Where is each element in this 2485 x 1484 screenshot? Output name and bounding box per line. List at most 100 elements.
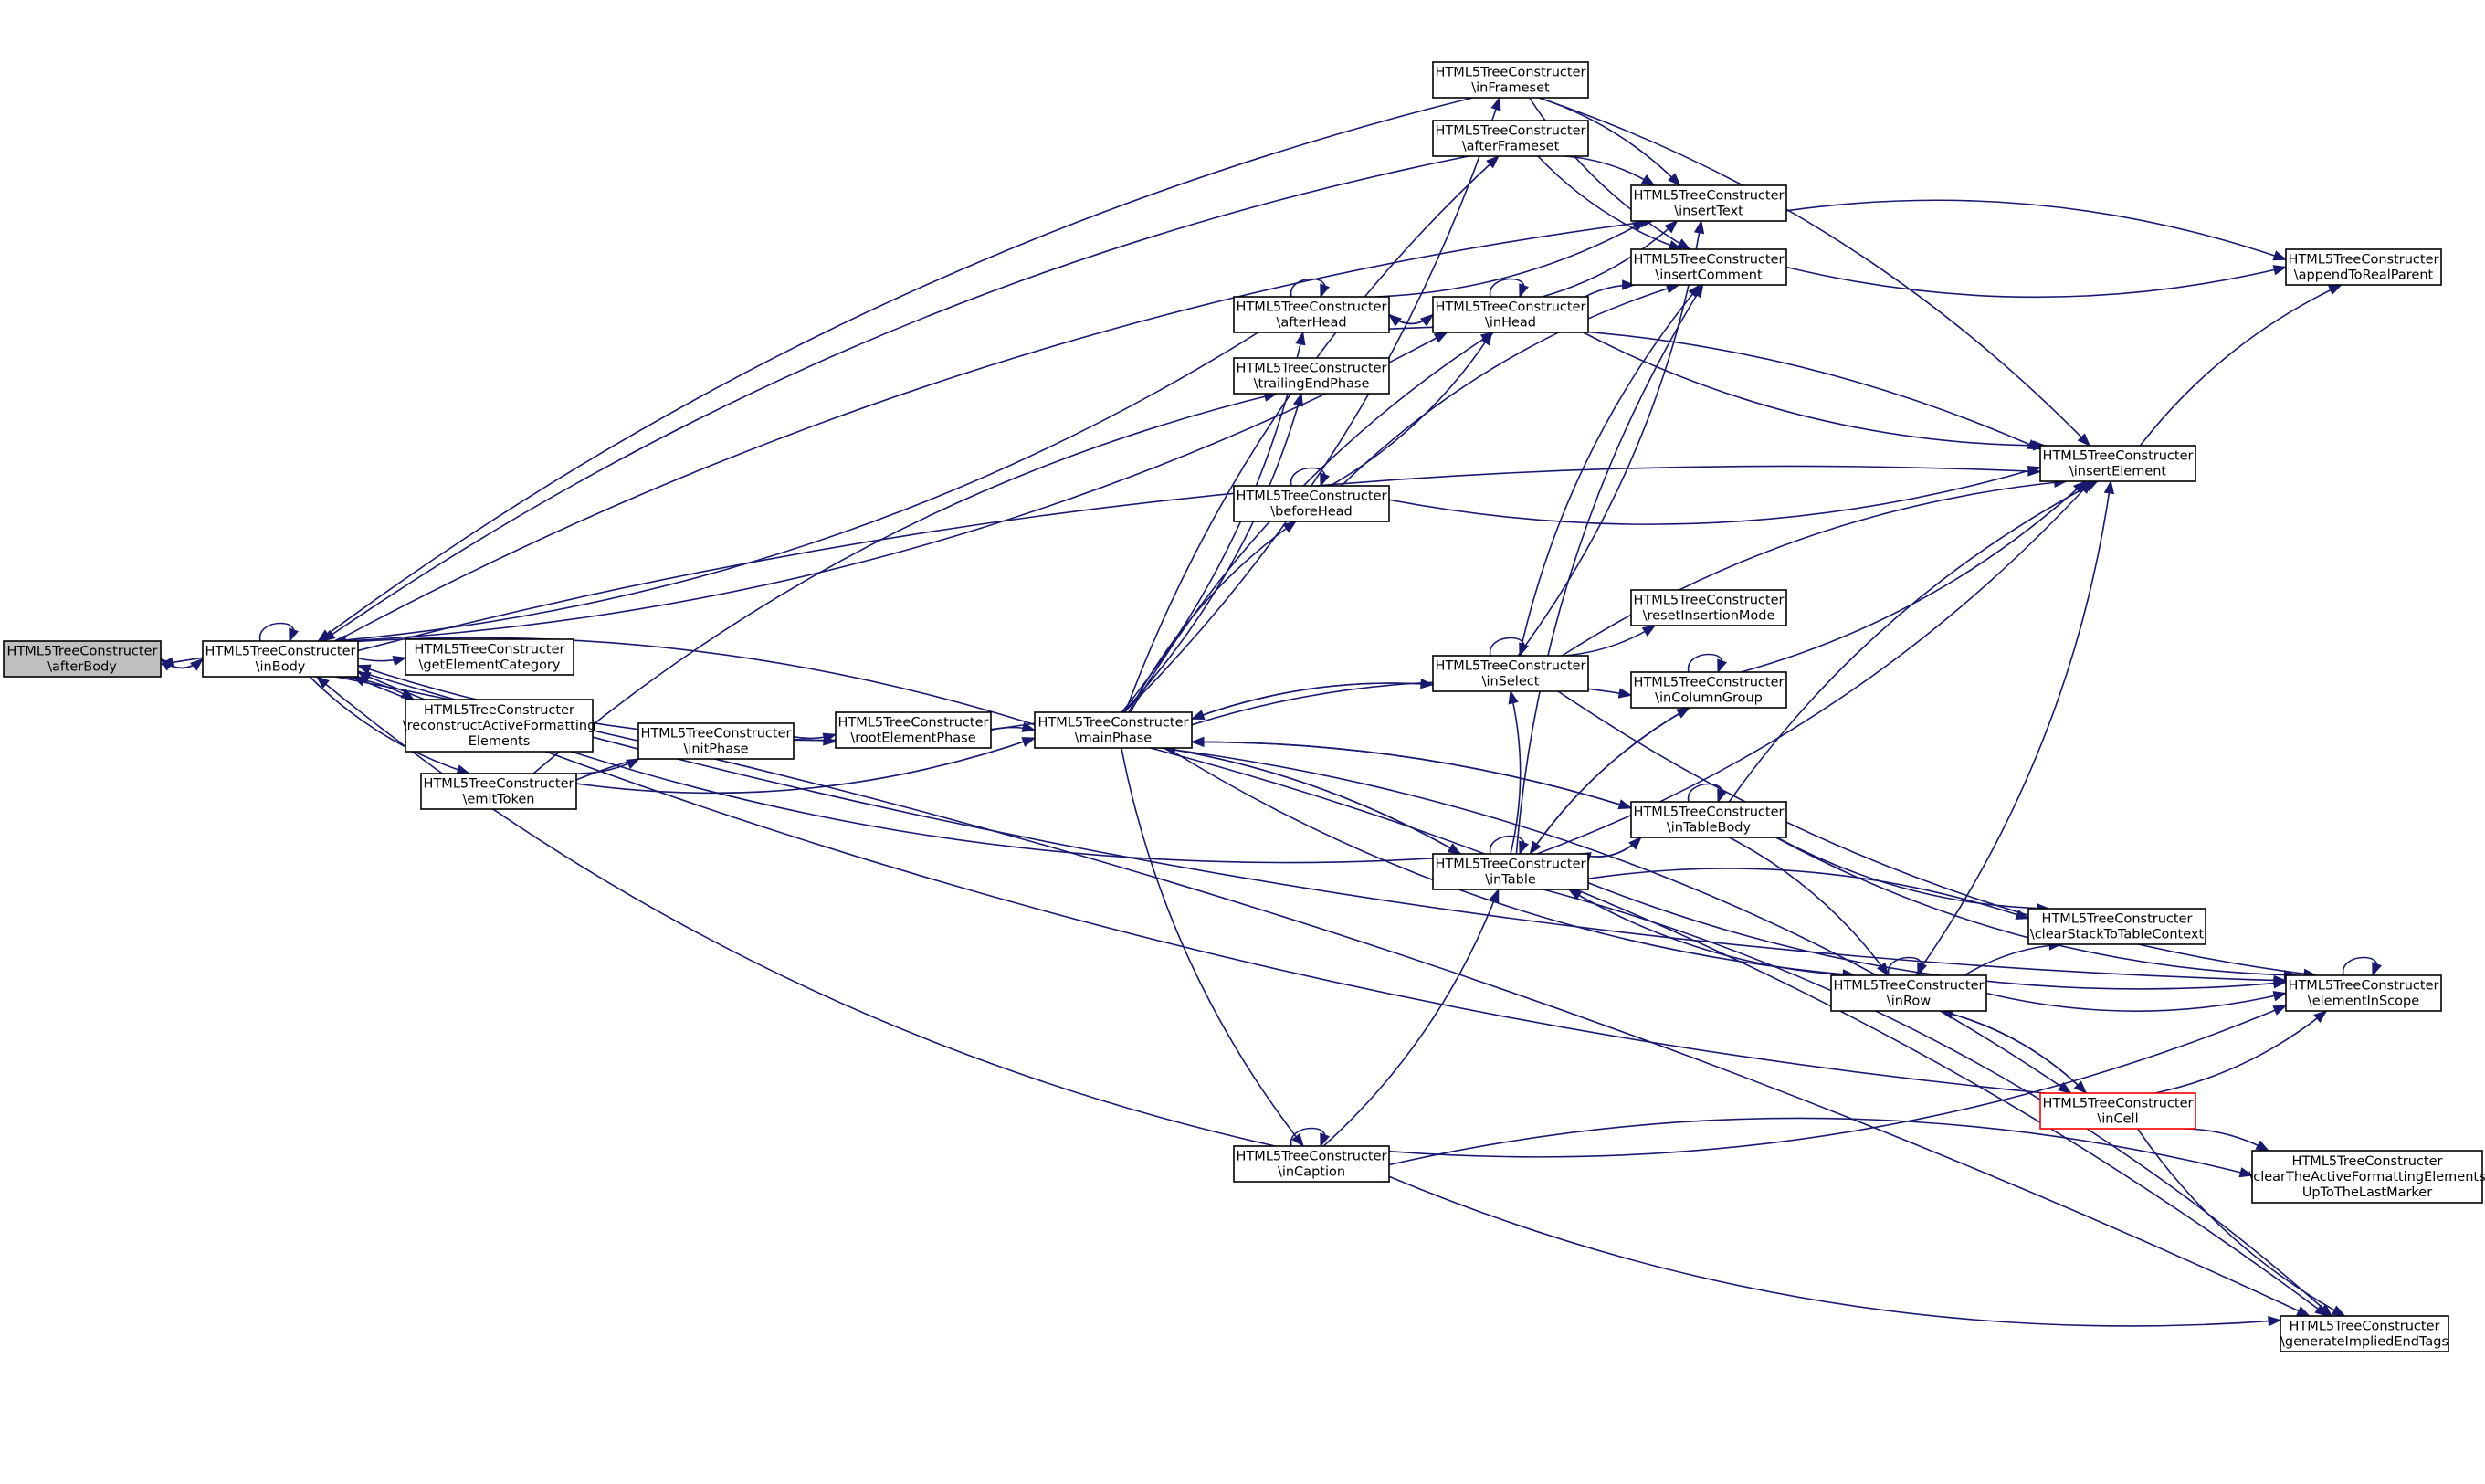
edge-inFrameset-to-insertElement	[1538, 97, 2090, 447]
node-box-afterBody[interactable]	[3, 640, 162, 678]
node-label-resetInsertionMode-line-0: HTML5TreeConstructer	[1634, 594, 1785, 608]
edge-elementInScope-to-elementInScope	[2343, 956, 2378, 976]
node-box-afterFrameset[interactable]	[1432, 120, 1589, 157]
node-label-reconstructActiveFormattingElements-line-0: HTML5TreeConstructer	[424, 703, 574, 718]
arrowhead-inCaption-to-clearTheActiveFormattingElementsUpToTheLastMarker	[2238, 1167, 2254, 1178]
node-label-inTable-line-1: \inTable	[1485, 873, 1536, 888]
edge-inSelect-to-insertElement	[1561, 480, 2067, 657]
edge-insertText-to-appendToRealParent	[1785, 199, 2287, 260]
node-label-afterHead-line-0: HTML5TreeConstructer	[1237, 300, 1387, 315]
node-afterHead[interactable]: HTML5TreeConstructer\afterHead	[1233, 296, 1390, 333]
edge-inColumnGroup-to-inColumnGroup	[1688, 653, 1723, 673]
node-box-inCaption[interactable]	[1233, 1145, 1390, 1183]
node-box-inBody[interactable]	[202, 640, 359, 678]
node-insertComment[interactable]: HTML5TreeConstructer\insertComment	[1630, 248, 1787, 286]
arrowhead-mainPhase-to-inCell	[2058, 1081, 2072, 1094]
node-elementInScope[interactable]: HTML5TreeConstructer\elementInScope	[2285, 974, 2442, 1012]
node-box-clearStackToTableContext[interactable]	[2027, 908, 2206, 945]
node-clearStackToTableContext[interactable]: HTML5TreeConstructer\clearStackToTableCo…	[2027, 908, 2206, 945]
node-inBody[interactable]: HTML5TreeConstructer\inBody	[202, 640, 359, 678]
edge-inTable-to-clearStackToTableContext	[1587, 868, 2029, 920]
node-box-insertText[interactable]	[1630, 184, 1787, 222]
node-box-generateImpliedEndTags[interactable]	[2280, 1315, 2449, 1352]
node-insertElement[interactable]: HTML5TreeConstructer\insertElement	[2039, 445, 2196, 482]
node-box-rootElementPhase[interactable]	[835, 711, 992, 749]
node-box-inCell[interactable]	[2039, 1092, 2196, 1130]
node-emitToken[interactable]: HTML5TreeConstructer\emitToken	[420, 773, 577, 810]
node-clearTheActiveFormattingElementsUpToTheLastMarker[interactable]: HTML5TreeConstructer\clearTheActiveForma…	[2248, 1150, 2485, 1204]
node-appendToRealParent[interactable]: HTML5TreeConstructer\appendToRealParent	[2285, 248, 2442, 286]
node-box-inSelect[interactable]	[1432, 655, 1589, 692]
node-box-inRow[interactable]	[1830, 974, 1987, 1012]
edge-inTable-to-insertComment	[1515, 284, 1704, 855]
arrowhead-afterHead-self	[1320, 283, 1331, 299]
arrowhead-inTable-to-elementInScope	[2273, 977, 2288, 989]
node-box-getElementCategory[interactable]	[405, 638, 574, 676]
node-inFrameset[interactable]: HTML5TreeConstructer\inFrameset	[1432, 61, 1589, 99]
node-label-inHead-line-1: \inHead	[1485, 316, 1536, 331]
node-label-insertText-line-0: HTML5TreeConstructer	[1634, 189, 1785, 204]
node-afterFrameset[interactable]: HTML5TreeConstructer\afterFrameset	[1432, 120, 1589, 157]
node-box-inTableBody[interactable]	[1630, 801, 1787, 838]
node-getElementCategory[interactable]: HTML5TreeConstructer\getElementCategory	[405, 638, 574, 676]
node-box-insertComment[interactable]	[1630, 248, 1787, 286]
node-box-reconstructActiveFormattingElements[interactable]	[405, 699, 594, 753]
arrowhead-inCell-to-clearTheActiveFormattingElementsUpToTheLastMarker	[2255, 1140, 2270, 1152]
node-inSelect[interactable]: HTML5TreeConstructer\inSelect	[1432, 655, 1589, 692]
node-box-resetInsertionMode[interactable]	[1630, 589, 1787, 626]
edge-beforeHead-to-inHead	[1330, 332, 1493, 487]
edge-afterFrameset-to-insertComment	[1537, 155, 1682, 250]
node-label-insertComment-line-1: \insertComment	[1655, 268, 1763, 283]
node-box-appendToRealParent[interactable]	[2285, 248, 2442, 286]
edge-inTable-to-mainPhase	[1163, 747, 1461, 855]
edge-inTable-to-inSelect	[1510, 690, 1522, 855]
node-inCell[interactable]: HTML5TreeConstructer\inCell	[2039, 1092, 2196, 1130]
node-insertText[interactable]: HTML5TreeConstructer\insertText	[1630, 184, 1787, 222]
node-box-beforeHead[interactable]	[1233, 485, 1390, 522]
edge-inTableBody-to-mainPhase	[1191, 741, 1632, 809]
node-generateImpliedEndTags[interactable]: HTML5TreeConstructer\generateImpliedEndT…	[2280, 1315, 2449, 1352]
node-box-emitToken[interactable]	[420, 773, 577, 810]
arrowhead-beforeHead-self	[1320, 472, 1331, 488]
node-box-inFrameset[interactable]	[1432, 61, 1589, 99]
node-box-inTable[interactable]	[1432, 853, 1589, 890]
node-box-clearTheActiveFormattingElementsUpToTheLastMarker[interactable]	[2251, 1150, 2483, 1204]
arrowhead-insertText-to-appendToRealParent	[2272, 250, 2288, 261]
node-box-inColumnGroup[interactable]	[1630, 671, 1787, 709]
node-inRow[interactable]: HTML5TreeConstructer\inRow	[1830, 974, 1987, 1012]
node-box-mainPhase[interactable]	[1034, 711, 1193, 749]
arrowhead-mainPhase-to-afterBody	[159, 657, 174, 668]
node-trailingEndPhase[interactable]: HTML5TreeConstructer\trailingEndPhase	[1233, 357, 1390, 395]
node-afterBody[interactable]: HTML5TreeConstructer\afterBody	[3, 640, 162, 678]
arrowhead-inCell-to-elementInScope	[2313, 1010, 2328, 1023]
arrowhead-inHead-to-afterHead	[1387, 313, 1403, 327]
node-beforeHead[interactable]: HTML5TreeConstructer\beforeHead	[1233, 485, 1390, 522]
arrowhead-inBody-self	[289, 627, 300, 643]
node-label-afterHead-line-1: \afterHead	[1276, 316, 1346, 331]
edge-inCell-to-generateImpliedEndTags	[2136, 1128, 2345, 1317]
node-inTableBody[interactable]: HTML5TreeConstructer\inTableBody	[1630, 801, 1787, 838]
node-label-getElementCategory-line-1: \getElementCategory	[419, 658, 561, 673]
node-box-elementInScope[interactable]	[2285, 974, 2442, 1012]
node-initPhase[interactable]: HTML5TreeConstructer\initPhase	[637, 722, 795, 760]
node-box-initPhase[interactable]	[637, 722, 795, 760]
node-box-insertElement[interactable]	[2039, 445, 2196, 482]
arrowhead-inRow-to-inTable	[1567, 889, 1583, 900]
node-inHead[interactable]: HTML5TreeConstructer\inHead	[1432, 296, 1589, 333]
node-box-inHead[interactable]	[1432, 296, 1589, 333]
node-mainPhase[interactable]: HTML5TreeConstructer\mainPhase	[1034, 711, 1193, 749]
edge-inCaption-to-elementInScope	[1388, 1005, 2287, 1158]
node-box-afterHead[interactable]	[1233, 296, 1390, 333]
arrowhead-inTable-to-inColumnGroup	[1676, 707, 1690, 719]
node-inCaption[interactable]: HTML5TreeConstructer\inCaption	[1233, 1145, 1390, 1183]
node-inTable[interactable]: HTML5TreeConstructer\inTable	[1432, 853, 1589, 890]
node-inColumnGroup[interactable]: HTML5TreeConstructer\inColumnGroup	[1630, 671, 1787, 709]
node-resetInsertionMode[interactable]: HTML5TreeConstructer\resetInsertionMode	[1630, 589, 1787, 626]
edge-mainPhase-to-inRow	[1166, 747, 1856, 976]
node-reconstructActiveFormattingElements[interactable]: HTML5TreeConstructer\reconstructActiveFo…	[403, 699, 596, 753]
edge-inCell-to-elementInScope	[2154, 1010, 2327, 1094]
node-box-trailingEndPhase[interactable]	[1233, 357, 1390, 395]
arrowhead-inCaption-to-inTable	[1489, 888, 1500, 903]
node-rootElementPhase[interactable]: HTML5TreeConstructer\rootElementPhase	[835, 711, 992, 749]
arrowhead-inCaption-to-inBody	[315, 676, 330, 689]
